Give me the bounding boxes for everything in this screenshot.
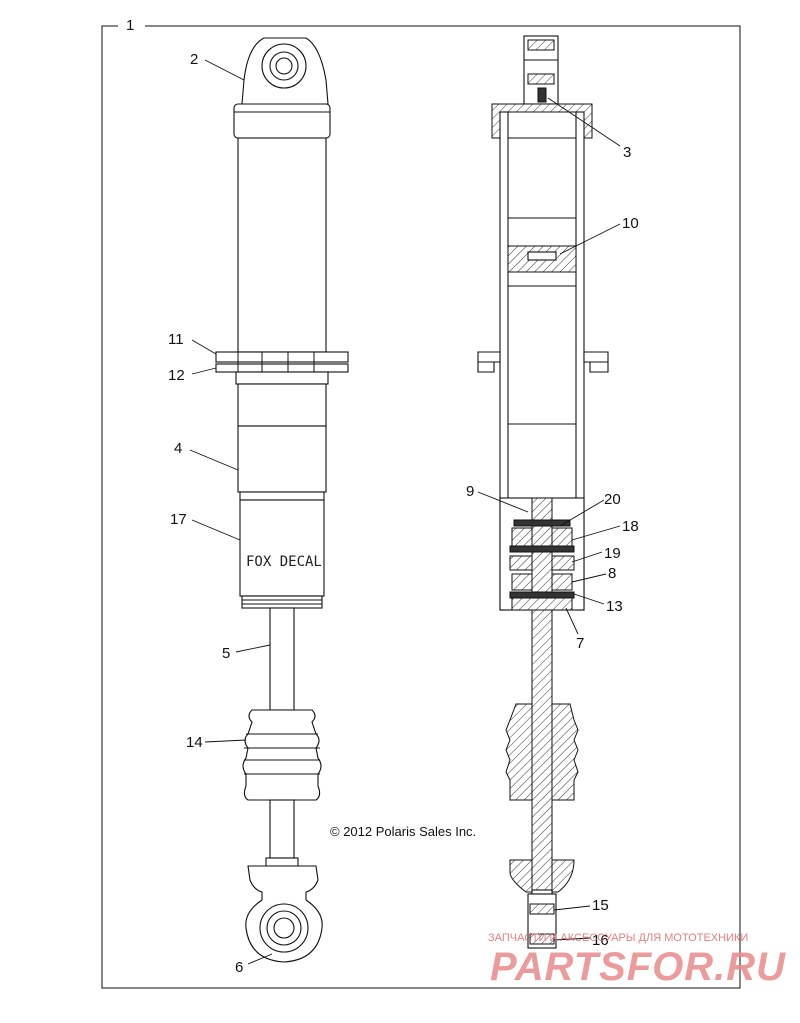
callout-11: 11 — [168, 331, 184, 348]
watermark-tagline: ЗАПЧАСТИ И АКСЕССУАРЫ ДЛЯ МОТОТЕХНИКИ — [488, 932, 748, 944]
callout-labels: 1 2 3 10 11 12 4 17 5 14 6 9 20 18 19 8 … — [126, 17, 639, 976]
callout-10: 10 — [622, 215, 639, 232]
body-thread — [241, 595, 323, 609]
spring-retainer-ring — [215, 351, 349, 363]
o-ring-7 — [511, 597, 573, 611]
callout-13: 13 — [606, 598, 623, 615]
shock-exterior-view: FOX DECAL — [215, 37, 349, 963]
callout-2: 2 — [190, 51, 198, 68]
shock-section-view — [477, 35, 609, 949]
callout-6: 6 — [235, 959, 243, 976]
callout-1: 1 — [126, 17, 134, 34]
watermark: ЗАПЧАСТИ И АКСЕССУАРЫ ДЛЯ МОТОТЕХНИКИ PA… — [488, 932, 786, 989]
bushing-15 — [529, 903, 555, 915]
callout-18: 18 — [622, 518, 639, 535]
piston-18 — [509, 545, 575, 553]
copyright-notice: © 2012 Polaris Sales Inc. — [330, 824, 476, 839]
seal-20 — [511, 527, 533, 547]
nut-8 — [511, 573, 533, 591]
section-bump-stop — [505, 703, 533, 801]
bushing-16 — [529, 933, 555, 945]
callout-3: 3 — [623, 144, 631, 161]
bearing-19 — [509, 555, 533, 571]
callout-12: 12 — [168, 367, 185, 384]
callout-17: 17 — [170, 511, 187, 528]
callout-7: 7 — [576, 635, 584, 652]
shock-shaft — [269, 607, 295, 711]
shock-body — [237, 137, 327, 353]
callout-4: 4 — [174, 440, 182, 457]
section-bottom-eyelet — [509, 859, 533, 893]
callout-19: 19 — [604, 545, 621, 562]
leader-lines — [189, 59, 621, 965]
retainer-clip — [215, 363, 349, 373]
callout-16: 16 — [592, 932, 609, 949]
callout-14: 14 — [186, 734, 203, 751]
valve-washer — [513, 519, 571, 527]
frame-border — [101, 25, 741, 989]
section-shaft — [531, 497, 553, 891]
fox-decal-sleeve — [239, 499, 325, 597]
air-valve — [537, 87, 547, 103]
bumper-plate-13 — [509, 591, 575, 599]
shock-body-lower — [237, 425, 327, 493]
fox-decal-text: FOX DECAL — [246, 554, 322, 570]
callout-9: 9 — [466, 483, 474, 500]
bump-stop — [242, 709, 322, 801]
callout-5: 5 — [222, 645, 230, 662]
floating-piston — [507, 245, 577, 273]
reservoir-cap — [233, 103, 331, 139]
watermark-brand: PARTSFOR.RU — [490, 945, 786, 989]
callout-20: 20 — [604, 491, 621, 508]
callout-8: 8 — [608, 565, 616, 582]
callout-15: 15 — [592, 897, 609, 914]
